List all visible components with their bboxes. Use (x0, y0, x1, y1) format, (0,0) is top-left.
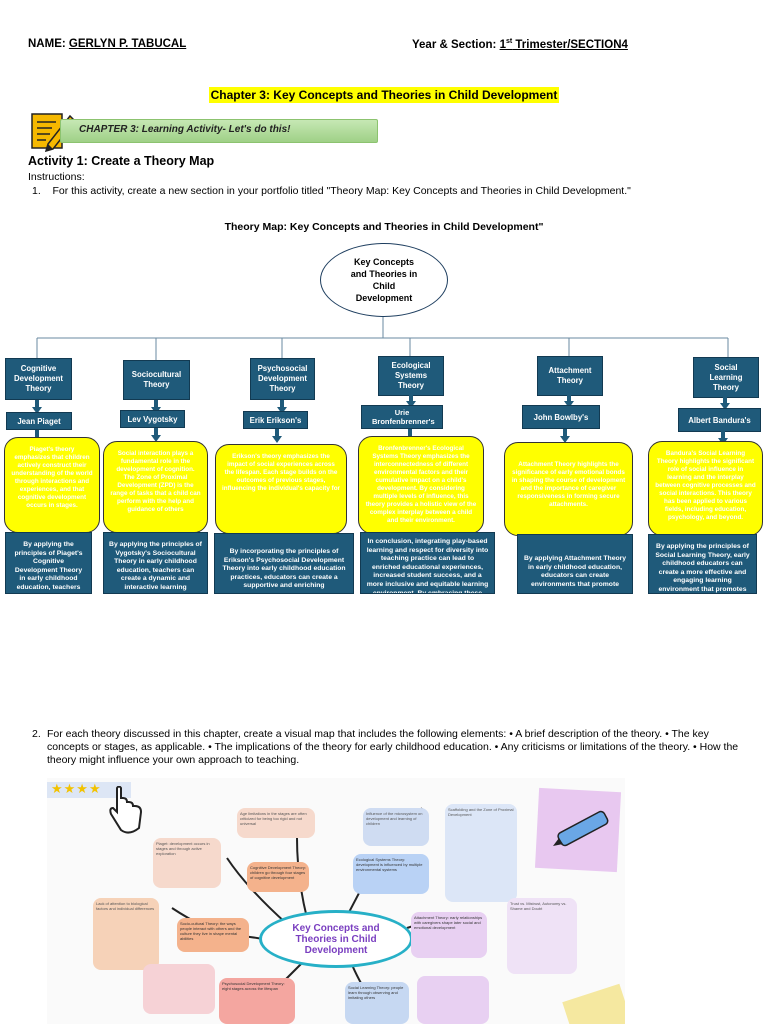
theorist-bowlby: John Bowlby's (522, 405, 600, 429)
arrow-down-icon (560, 429, 570, 443)
arrow-down-icon (564, 394, 574, 408)
mind-node: Lack of attention to biological factors … (93, 898, 159, 970)
learning-activity-banner: CHAPTER 3: Learning Activity- Let's do t… (60, 119, 378, 143)
mind-node: Piaget: development occurs in stages and… (153, 838, 221, 888)
visual-mind-map: ★★★★ Key Concepts and Theories in Child (47, 778, 625, 1024)
student-name: GERLYN P. TABUCAL (68, 38, 187, 50)
mind-node: Scaffolding and the Zone of Proximal Dev… (445, 804, 517, 902)
theorist-vygotsky: Lev Vygotsky (120, 410, 185, 428)
year-section-line: Year & Section: 1st Trimester/SECTION4 (412, 38, 628, 51)
theory-map-connectors (36, 316, 729, 360)
chapter-title: Chapter 3: Key Concepts and Theories in … (208, 87, 560, 103)
name-label: NAME: (28, 38, 66, 50)
marker-pen-icon (553, 810, 609, 847)
theorist-bronfenbrenner: Urie Bronfenbrenner's (361, 405, 443, 429)
mind-map-center: Key Concepts and Theories in Child Devel… (259, 910, 413, 968)
application-attachment: By applying Attachment Theory in early c… (517, 534, 633, 594)
description-psychosocial: Erikson's theory emphasizes the impact o… (215, 444, 347, 534)
mind-node: Trust vs. Mistrust, Autonomy vs. Shame a… (507, 898, 577, 974)
instructions-label: Instructions: (28, 171, 85, 183)
star-icon: ★★★★ (51, 781, 102, 796)
year-value: 1st Trimester/SECTION4 (499, 38, 628, 51)
mind-node: Psychosocial Development Theory: eight s… (219, 978, 295, 1024)
mind-node-blank (143, 964, 215, 1014)
instruction-step-2: 2. For each theory discussed in this cha… (32, 728, 739, 766)
mind-node: Ecological Systems Theory: development i… (353, 854, 429, 894)
application-ecological: In conclusion, integrating play-based le… (360, 532, 495, 594)
name-line: NAME: GERLYN P. TABUCAL (28, 38, 186, 50)
application-social-learning: By applying the principles of Social Lea… (648, 534, 757, 594)
mind-node-blank (417, 976, 489, 1024)
description-ecological: Bronfenbrenner's Ecological Systems Theo… (358, 436, 484, 534)
pointing-hand-icon (109, 786, 143, 834)
arrow-down-icon (151, 428, 161, 442)
instruction-step-1: 1. For this activity, create a new secti… (32, 185, 631, 197)
description-attachment: Attachment Theory highlights the signifi… (504, 442, 633, 536)
arrow-down-icon (406, 394, 416, 408)
arrow-down-icon (720, 396, 730, 410)
mind-node: Cognitive Development Theory: children g… (247, 862, 309, 892)
application-psychosocial: By incorporating the principles of Eriks… (214, 533, 354, 594)
theorist-erikson: Erik Erikson's (243, 411, 308, 429)
arrow-down-icon (277, 400, 287, 414)
application-cognitive: By applying the principles of Piaget's C… (5, 532, 92, 594)
description-social-learning: Bandura's Social Learning Theory highlig… (648, 441, 763, 536)
theorist-bandura: Albert Bandura's (678, 408, 761, 432)
arrow-down-icon (272, 429, 282, 443)
central-concept-oval: Key Concepts and Theories in Child Devel… (320, 243, 448, 317)
description-sociocultural: Social interaction plays a fundamental r… (103, 441, 208, 533)
activity-title: Activity 1: Create a Theory Map (28, 154, 215, 168)
year-label: Year & Section: (412, 38, 497, 51)
theory-map-title: Theory Map: Key Concepts and Theories in… (224, 221, 544, 233)
description-cognitive: Piaget's theory emphasizes that children… (4, 437, 100, 533)
theorist-piaget: Jean Piaget (6, 412, 72, 430)
rating-stars: ★★★★ (47, 781, 131, 798)
application-sociocultural: By applying the principles of Vygotsky's… (103, 532, 208, 594)
mind-node: Socio-cultural Theory: the ways people i… (177, 918, 249, 952)
mind-node: Influence of the microsystem on developm… (363, 808, 429, 846)
mind-node: Attachment Theory: early relationships w… (411, 912, 487, 958)
mind-node: Social Learning Theory: people learn thr… (345, 982, 409, 1024)
mind-node: Age limitations in the stages are often … (237, 808, 315, 838)
arrow-down-icon (32, 400, 42, 414)
